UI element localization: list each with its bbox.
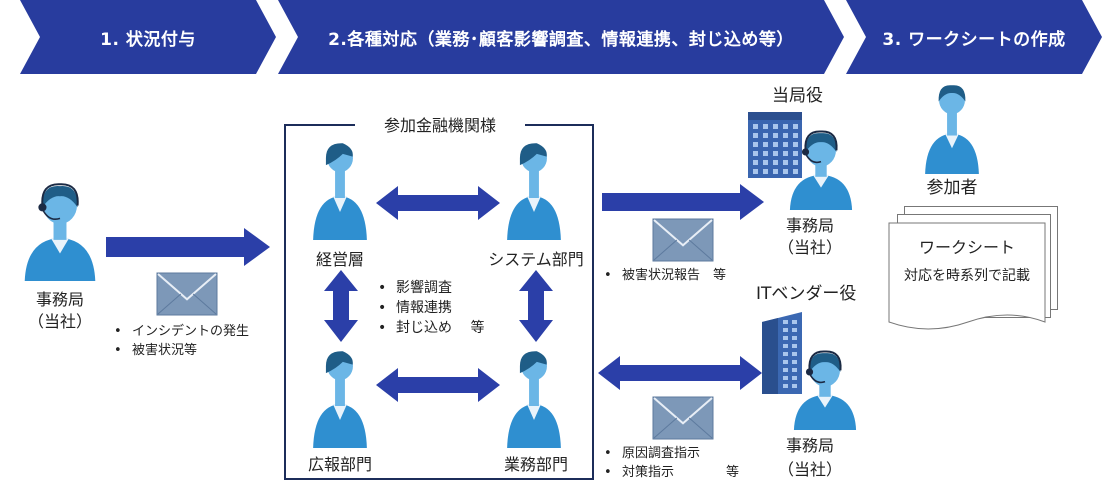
step-2-label: 2.各種対応（業務･顧客影響調査、情報連携、封じ込め等） (328, 29, 794, 50)
vendor-operator-icon (793, 350, 857, 430)
arrow-system-business (519, 270, 553, 342)
step-3-chevron: 3. ワークシートの作成 (846, 0, 1102, 74)
bullet-item: 対策指示 等 (602, 463, 739, 482)
business-dept-person-icon (507, 351, 561, 448)
arrow-to-institution (106, 228, 270, 266)
secretariat-operator-icon (24, 183, 96, 281)
bullet-item: 被害状況報告 等 (602, 266, 726, 285)
bullet-item: 被害状況等 (112, 341, 249, 360)
incident-bullets: インシデントの発生 被害状況等 (112, 322, 249, 360)
step-3-label: 3. ワークシートの作成 (882, 29, 1066, 50)
worksheet-title: ワークシート (918, 238, 1015, 257)
vendor-bullets: 原因調査指示 対策指示 等 (602, 444, 739, 482)
worksheet-description: 対応を時系列で記載 (904, 268, 1030, 284)
vendor-label-line1: 事務局 (785, 436, 834, 455)
management-person-icon (313, 143, 367, 240)
pr-dept-person-icon (313, 351, 367, 448)
authority-role-label: 当局役 (772, 86, 823, 106)
bullet-item: 影響調査 (376, 278, 484, 298)
step-1-chevron: 1. 状況付与 (20, 0, 276, 74)
step-1-label: 1. 状況付与 (100, 29, 196, 50)
worksheet-front-sheet (888, 222, 1046, 330)
arrow-management-system (376, 186, 500, 220)
authority-operator-icon (789, 130, 853, 210)
vendor-role-label: ITベンダー役 (756, 284, 857, 304)
step-2-chevron: 2.各種対応（業務･顧客影響調査、情報連携、封じ込め等） (278, 0, 844, 74)
bullet-item: 原因調査指示 (602, 444, 739, 463)
authority-label-line1: 事務局 (785, 216, 834, 235)
authority-bullets: 被害状況報告 等 (602, 266, 726, 285)
bullet-item: インシデントの発生 (112, 322, 249, 341)
arrow-pr-business (376, 368, 500, 402)
arrow-vendor-bidirectional (598, 356, 762, 390)
office-tower-icon (762, 312, 802, 394)
node-business-label: 業務部門 (503, 455, 568, 474)
bullet-item: 封じ込め 等 (376, 318, 484, 338)
arrow-management-pr (324, 270, 358, 342)
envelope-icon (652, 218, 714, 262)
node-pr-label: 広報部門 (307, 455, 372, 474)
vendor-label-line2: （当社） (777, 460, 842, 479)
frame-title: 参加金融機関様 (355, 115, 525, 137)
envelope-icon (652, 396, 714, 440)
participant-person-icon (925, 85, 979, 174)
center-bullets: 影響調査 情報連携 封じ込め 等 (376, 278, 484, 338)
left-actor-label-line1: 事務局 (35, 290, 84, 309)
envelope-icon (156, 272, 218, 316)
left-actor-label-line2: （当社） (27, 312, 92, 331)
participant-label: 参加者 (926, 178, 978, 198)
system-dept-person-icon (507, 143, 561, 240)
node-system-label: システム部門 (488, 250, 584, 269)
node-management-label: 経営層 (315, 250, 364, 269)
bullet-item: 情報連携 (376, 298, 484, 318)
authority-label-line2: （当社） (777, 238, 842, 257)
government-building-icon (748, 112, 802, 178)
arrow-to-authority (602, 184, 764, 220)
